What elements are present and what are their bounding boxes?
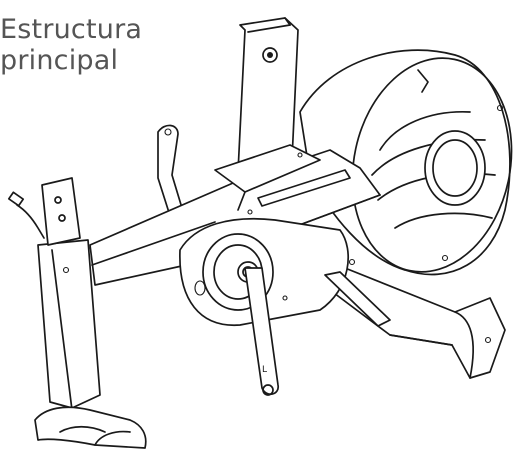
rear-stabilizer-foot [329,261,506,379]
crank-side-label: L [262,365,267,375]
flywheel-housing [299,49,513,276]
title-line-1: Estructura [0,14,143,45]
title-line-2: principal [0,45,119,76]
front-foot [34,406,147,449]
rear-support-leg [324,271,391,327]
front-mast [37,177,101,411]
crank-arm: L [244,267,279,396]
seat-post [214,17,321,211]
sensor-cable [7,191,45,239]
diagram-title: Estructura principal [0,14,142,76]
